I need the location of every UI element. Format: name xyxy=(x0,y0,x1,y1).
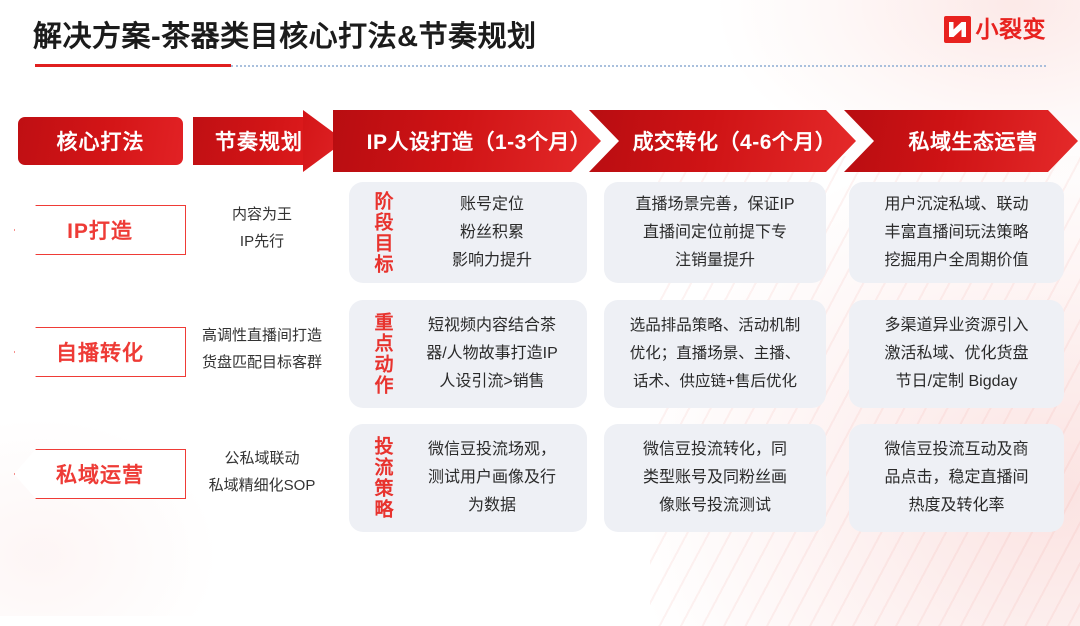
row-label-private-domain[interactable]: 私域运营 xyxy=(14,449,186,499)
stage-tail-label: 节奏规划 xyxy=(215,131,303,154)
card-vertical-label: 阶段目标 xyxy=(371,190,393,275)
card-line: 类型账号及同粉丝画 xyxy=(642,469,787,486)
card-r3c1[interactable]: 投流策略 微信豆投流场观， 测试用户画像及行 为数据 xyxy=(349,424,587,532)
card-line: 短视频内容结合茶 xyxy=(427,317,556,334)
title-underline-dotted xyxy=(231,65,1046,67)
card-line: 为数据 xyxy=(467,497,516,514)
stage-pill-core-tactics[interactable]: 核心打法 xyxy=(18,117,183,165)
card-r3c3[interactable]: 微信豆投流互动及商 品点击，稳定直播间 热度及转化率 xyxy=(849,424,1064,532)
card-r2c2[interactable]: 选品排品策略、活动机制 优化；直播场景、主播、 话术、供应链+售后优化 xyxy=(604,300,826,408)
brand-logo: 小裂变 xyxy=(943,16,1047,43)
stage-chevron-1-label: IP人设打造（1-3个月） xyxy=(366,131,592,154)
card-line: 优化；直播场景、主播、 xyxy=(629,345,801,362)
stage-chevron-2[interactable]: 成交转化（4-6个月） xyxy=(589,110,856,172)
row-subtext-line: 私域精细化SOP xyxy=(208,477,316,494)
card-line: 丰富直播间玩法策略 xyxy=(884,223,1029,241)
card-line: 用户沉淀私域、联动 xyxy=(884,195,1029,213)
card-body: 多渠道异业资源引入 激活私域、优化货盘 节日/定制 Bigday xyxy=(849,312,1064,396)
card-line: 像账号投流测试 xyxy=(658,497,771,514)
card-r3c2[interactable]: 微信豆投流转化，同 类型账号及同粉丝画 像账号投流测试 xyxy=(604,424,826,532)
brand-name: 小裂变 xyxy=(975,16,1046,42)
card-vertical-label: 投流策略 xyxy=(371,436,393,520)
card-line: 测试用户画像及行 xyxy=(427,469,556,486)
row-label-self-broadcast[interactable]: 自播转化 xyxy=(14,327,186,377)
row-subtext-line: 高调性直播间打造 xyxy=(201,327,322,344)
card-r2c3[interactable]: 多渠道异业资源引入 激活私域、优化货盘 节日/定制 Bigday xyxy=(849,300,1064,408)
stage-chevron-1[interactable]: IP人设打造（1-3个月） xyxy=(333,110,601,172)
stage-chevron-3[interactable]: 私域生态运营 xyxy=(844,110,1078,172)
title-underline-solid xyxy=(35,64,231,67)
tail-body-shape xyxy=(193,117,308,165)
card-line: 直播场景完善，保证IP xyxy=(635,195,795,213)
card-line: 热度及转化率 xyxy=(908,497,1005,514)
page-header: 解决方案-茶器类目核心打法&节奏规划 小裂变 xyxy=(0,0,1080,76)
row-subtext-private-domain: 公私域联动 私域精细化SOP xyxy=(186,445,338,499)
card-line: 直播间定位前提下专 xyxy=(642,223,787,241)
row-subtext-self-broadcast: 高调性直播间打造 货盘匹配目标客群 xyxy=(186,322,338,376)
card-body: 直播场景完善，保证IP 直播间定位前提下专 注销量提升 xyxy=(604,191,826,275)
card-line: 多渠道异业资源引入 xyxy=(884,317,1029,334)
card-line: 人设引流>销售 xyxy=(439,373,545,390)
row-subtext-line: 内容为王 xyxy=(231,206,292,223)
card-line: 微信豆投流转化，同 xyxy=(642,441,787,458)
card-body: 微信豆投流互动及商 品点击，稳定直播间 热度及转化率 xyxy=(849,436,1064,520)
card-line: 注销量提升 xyxy=(674,251,755,269)
card-r1c1[interactable]: 阶段目标 账号定位 粉丝积累 影响力提升 xyxy=(349,182,587,283)
card-r1c3[interactable]: 用户沉淀私域、联动 丰富直播间玩法策略 挖掘用户全周期价值 xyxy=(849,182,1064,283)
card-r1c2[interactable]: 直播场景完善，保证IP 直播间定位前提下专 注销量提升 xyxy=(604,182,826,283)
card-body: 微信豆投流场观， 测试用户画像及行 为数据 xyxy=(397,436,587,520)
card-line: 话术、供应链+售后优化 xyxy=(632,373,798,390)
card-line: 账号定位 xyxy=(459,195,524,213)
card-line: 挖掘用户全周期价值 xyxy=(884,251,1029,269)
card-body: 用户沉淀私域、联动 丰富直播间玩法策略 挖掘用户全周期价值 xyxy=(849,191,1064,275)
card-body: 账号定位 粉丝积累 影响力提升 xyxy=(397,191,587,275)
stage-tail-rhythm-plan[interactable]: 节奏规划 xyxy=(193,110,345,172)
row-subtext-line: 货盘匹配目标客群 xyxy=(201,354,322,371)
card-line: 微信豆投流场观， xyxy=(427,441,556,458)
card-line: 品点击，稳定直播间 xyxy=(884,469,1029,486)
card-vertical-label: 重点动作 xyxy=(371,312,393,396)
lightning-n-mark-icon xyxy=(943,16,971,43)
stage-chevron-3-label: 私域生态运营 xyxy=(908,131,1038,154)
page-title: 解决方案-茶器类目核心打法&节奏规划 xyxy=(33,21,537,53)
card-line: 器/人物故事打造IP xyxy=(426,345,558,362)
card-line: 节日/定制 Bigday xyxy=(895,373,1018,390)
stage-chevron-2-label: 成交转化（4-6个月） xyxy=(632,131,837,154)
card-line: 粉丝积累 xyxy=(459,223,524,241)
row-subtext-ip-building: 内容为王 IP先行 xyxy=(186,201,338,255)
row-subtext-line: IP先行 xyxy=(239,233,285,250)
row-subtext-line: 公私域联动 xyxy=(224,450,300,467)
stage-header-bar: 核心打法 节奏规划 IP人设打造（1-3个月） 成交转化（4-6个月） 私域生态… xyxy=(0,110,1080,172)
card-line: 选品排品策略、活动机制 xyxy=(629,317,801,334)
card-r2c1[interactable]: 重点动作 短视频内容结合茶 器/人物故事打造IP 人设引流>销售 xyxy=(349,300,587,408)
card-line: 激活私域、优化货盘 xyxy=(884,345,1029,362)
card-line: 微信豆投流互动及商 xyxy=(884,441,1029,458)
row-label-ip-building[interactable]: IP打造 xyxy=(14,205,186,255)
card-body: 选品排品策略、活动机制 优化；直播场景、主播、 话术、供应链+售后优化 xyxy=(604,312,826,396)
card-line: 影响力提升 xyxy=(451,251,532,269)
card-body: 短视频内容结合茶 器/人物故事打造IP 人设引流>销售 xyxy=(397,312,587,396)
card-body: 微信豆投流转化，同 类型账号及同粉丝画 像账号投流测试 xyxy=(604,436,826,520)
